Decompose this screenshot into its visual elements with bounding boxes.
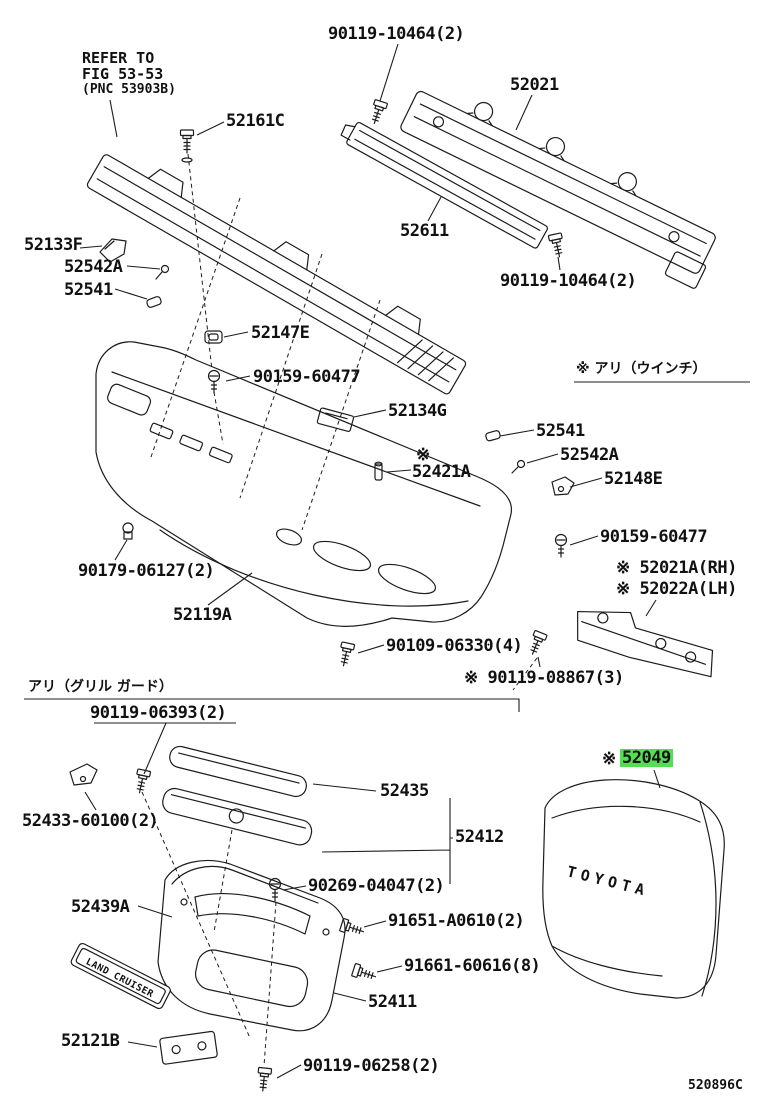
part-label-90269-04047[interactable]: 90269-04047(2)	[308, 876, 445, 896]
note-grille-guard: アリ（グリル ガード）	[28, 679, 173, 695]
part-label-52433-60100[interactable]: 52433-60100(2)	[22, 811, 159, 831]
part-label-90109-06330[interactable]: 90109-06330(4)	[386, 636, 523, 656]
part-label-52161c[interactable]: 52161C	[226, 111, 285, 131]
part-label-52412[interactable]: 52412	[455, 827, 504, 847]
front-panel-art	[542, 779, 725, 999]
part-label-90119-10464-upper[interactable]: 90119-10464(2)	[328, 24, 465, 44]
leader-lines	[24, 43, 750, 1079]
license-badge-art: LAND CRUISER	[70, 942, 171, 1010]
refer-note-line3: (PNC 53903B)	[82, 82, 176, 97]
note-winch: ※ アリ（ウインチ）	[576, 361, 707, 377]
part-label-91661-60616[interactable]: 91661-60616(8)	[404, 956, 541, 976]
part-label-52611[interactable]: 52611	[400, 221, 449, 241]
part-label-52541-left[interactable]: 52541	[64, 280, 113, 300]
part-label-90179-06127[interactable]: 90179-06127(2)	[78, 561, 215, 581]
part-label-52421a-mark[interactable]: ※	[416, 445, 430, 465]
part-label-52435[interactable]: 52435	[380, 781, 429, 801]
assembly-dash-lines	[141, 153, 538, 1067]
guard-center-bar-art	[162, 787, 313, 846]
part-label-52049-mark[interactable]: ※	[602, 749, 616, 769]
part-label-52542a-left[interactable]: 52542A	[64, 257, 123, 277]
bumper-reinforcement-art	[86, 154, 467, 395]
refer-note-line2: FIG 53-53	[82, 65, 164, 83]
part-label-52148e[interactable]: 52148E	[604, 469, 663, 489]
part-label-52021a-rh[interactable]: ※ 52021A(RH)	[616, 558, 737, 578]
refer-note: REFER TO FIG 53-53 (PNC 53903B)	[82, 50, 176, 98]
part-label-52049[interactable]: 52049	[620, 748, 673, 768]
guard-top-cover-art	[169, 745, 307, 798]
part-label-52421a[interactable]: 52421A	[412, 462, 471, 482]
part-label-52133f[interactable]: 52133F	[24, 235, 83, 255]
part-label-52022a-lh[interactable]: ※ 52022A(LH)	[616, 579, 737, 599]
part-label-52021[interactable]: 52021	[510, 75, 559, 95]
part-label-52147e[interactable]: 52147E	[251, 323, 310, 343]
part-label-52119a[interactable]: 52119A	[173, 605, 232, 625]
part-label-90119-06258[interactable]: 90119-06258(2)	[303, 1056, 440, 1076]
part-label-52134g[interactable]: 52134G	[388, 401, 447, 421]
part-label-52541-right[interactable]: 52541	[536, 421, 585, 441]
part-label-90119-08867[interactable]: ※ 90119-08867(3)	[464, 668, 624, 688]
part-label-52121b[interactable]: 52121B	[61, 1031, 120, 1051]
part-label-90159-60477-left[interactable]: 90159-60477	[253, 367, 361, 387]
bumper-cover-art	[95, 341, 513, 627]
part-label-90159-60477-right[interactable]: 90159-60477	[600, 527, 708, 547]
refer-note-line1: REFER TO	[82, 49, 155, 67]
radiator-support-upper-art	[400, 90, 716, 289]
part-label-91651-a0610[interactable]: 91651-A0610(2)	[388, 911, 525, 931]
doc-code: 520896C	[688, 1078, 743, 1093]
bumper-arm-bracket-art	[577, 610, 714, 678]
impact-bar-art	[340, 121, 549, 249]
license-bracket-art	[159, 1030, 218, 1065]
part-label-52542a-right[interactable]: 52542A	[560, 445, 619, 465]
guard-main-art	[157, 859, 346, 1032]
part-label-52411[interactable]: 52411	[368, 992, 417, 1012]
part-label-90119-10464-lower[interactable]: 90119-10464(2)	[500, 271, 637, 291]
part-label-52439a[interactable]: 52439A	[71, 897, 130, 917]
small-parts-art	[69, 157, 575, 786]
part-label-90119-06393[interactable]: 90119-06393(2)	[90, 703, 227, 723]
